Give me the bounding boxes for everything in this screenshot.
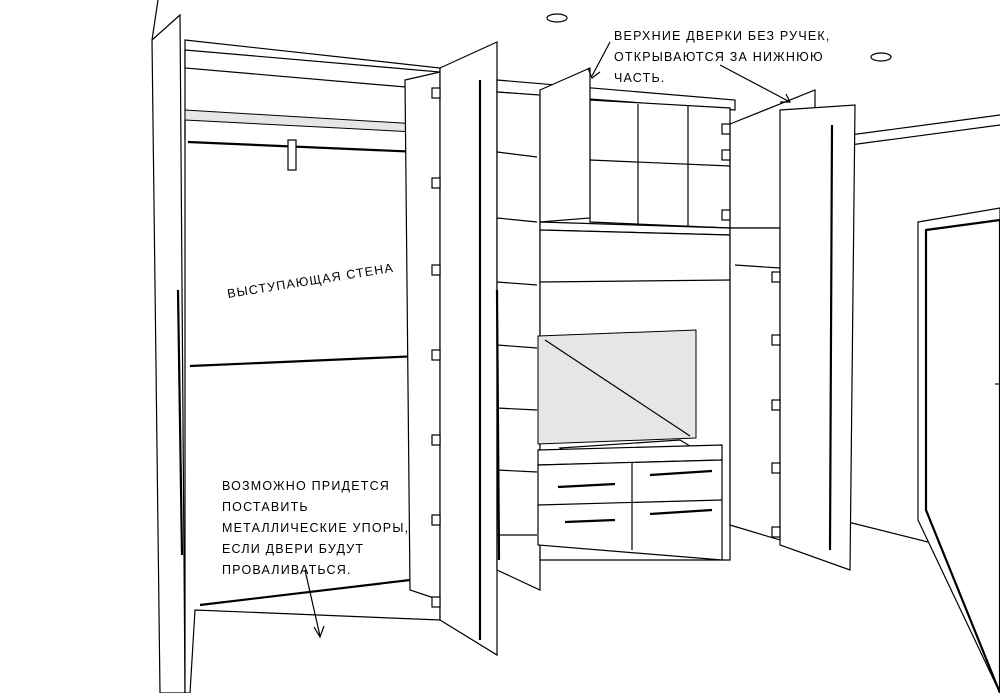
annotation-top-doors: ВЕРХНИЕ ДВЕРКИ БЕЗ РУЧЕК, ОТКРЫВАЮТСЯ ЗА… bbox=[614, 29, 831, 85]
ceiling-light-icon bbox=[870, 52, 892, 62]
left-inner-open-door bbox=[431, 41, 498, 657]
hinge-icons bbox=[721, 123, 781, 538]
hinge-icons bbox=[431, 87, 441, 608]
drawer-handle bbox=[557, 482, 616, 489]
hanging-rod-lower bbox=[189, 354, 421, 368]
svg-text:ПРОВАЛИВАТЬСЯ.: ПРОВАЛИВАТЬСЯ. bbox=[222, 563, 352, 577]
svg-text:ПОСТАВИТЬ: ПОСТАВИТЬ bbox=[222, 500, 309, 514]
left-cabinet bbox=[184, 39, 441, 693]
open-top-door-left bbox=[539, 67, 591, 223]
drawer-handle bbox=[649, 508, 713, 516]
room-door bbox=[917, 207, 1000, 693]
ceiling-light-icon bbox=[546, 13, 568, 23]
drawer-handle bbox=[649, 469, 713, 477]
left-open-door bbox=[151, 13, 186, 693]
svg-text:МЕТАЛЛИЧЕСКИЕ УПОРЫ,: МЕТАЛЛИЧЕСКИЕ УПОРЫ, bbox=[222, 521, 409, 535]
arrow-icon bbox=[591, 41, 611, 77]
svg-text:ОТКРЫВАЮТСЯ ЗА НИЖНЮЮ: ОТКРЫВАЮТСЯ ЗА НИЖНЮЮ bbox=[614, 50, 824, 64]
annotation-metal-stops: ВОЗМОЖНО ПРИДЕТСЯ ПОСТАВИТЬ МЕТАЛЛИЧЕСКИ… bbox=[222, 479, 409, 577]
arrow-icon bbox=[719, 64, 791, 103]
svg-text:ЧАСТЬ.: ЧАСТЬ. bbox=[614, 71, 666, 85]
arrow-icon bbox=[304, 569, 321, 637]
right-cabinet bbox=[721, 104, 856, 571]
right-open-door bbox=[779, 104, 856, 571]
svg-text:ВЕРХНИЕ ДВЕРКИ БЕЗ РУЧЕК,: ВЕРХНИЕ ДВЕРКИ БЕЗ РУЧЕК, bbox=[614, 29, 831, 43]
hanging-rod-upper bbox=[187, 140, 421, 154]
drawers bbox=[537, 459, 723, 561]
annotation-arrows bbox=[304, 41, 791, 639]
svg-text:ЕСЛИ ДВЕРИ БУДУТ: ЕСЛИ ДВЕРИ БУДУТ bbox=[222, 542, 364, 556]
rod-hanger bbox=[287, 139, 297, 171]
svg-text:ВОЗМОЖНО ПРИДЕТСЯ: ВОЗМОЖНО ПРИДЕТСЯ bbox=[222, 479, 390, 493]
drawer-handle bbox=[564, 518, 616, 524]
